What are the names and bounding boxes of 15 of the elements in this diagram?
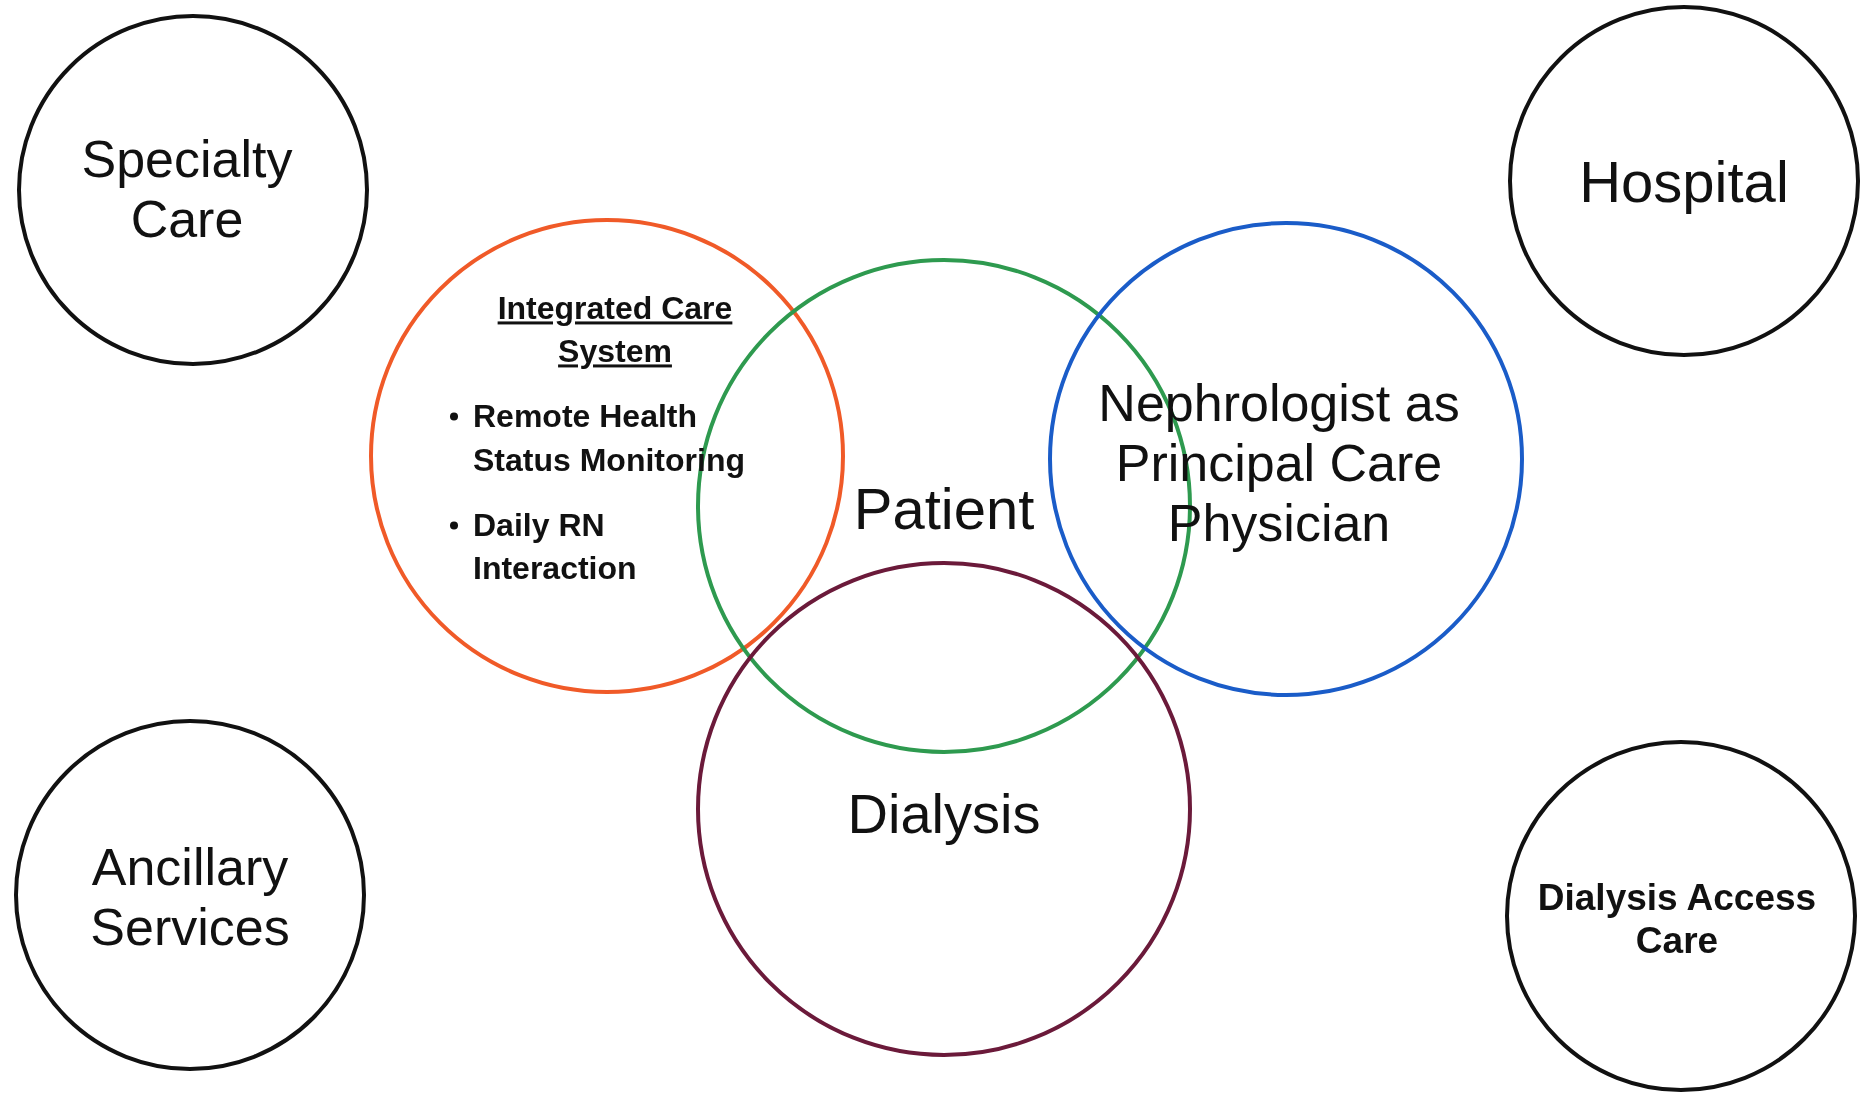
circle-label: Specialty Care <box>80 130 294 250</box>
circle-label: Hospital <box>1578 148 1790 216</box>
circle <box>1048 221 1524 697</box>
bullet-item: Daily RN Interaction <box>473 506 638 589</box>
circle-label: Ancillary Services <box>89 838 291 958</box>
circle <box>1505 740 1857 1092</box>
circle-label: Patient <box>852 475 1036 543</box>
circle <box>1508 5 1860 357</box>
circle-label: Dialysis Access Care <box>1536 877 1818 963</box>
circle <box>14 719 366 1071</box>
circle <box>696 561 1192 1057</box>
circle <box>17 14 369 366</box>
circle-heading: Integrated Care System <box>496 289 734 372</box>
circle-label: Dialysis <box>846 781 1042 847</box>
circle <box>369 218 845 694</box>
